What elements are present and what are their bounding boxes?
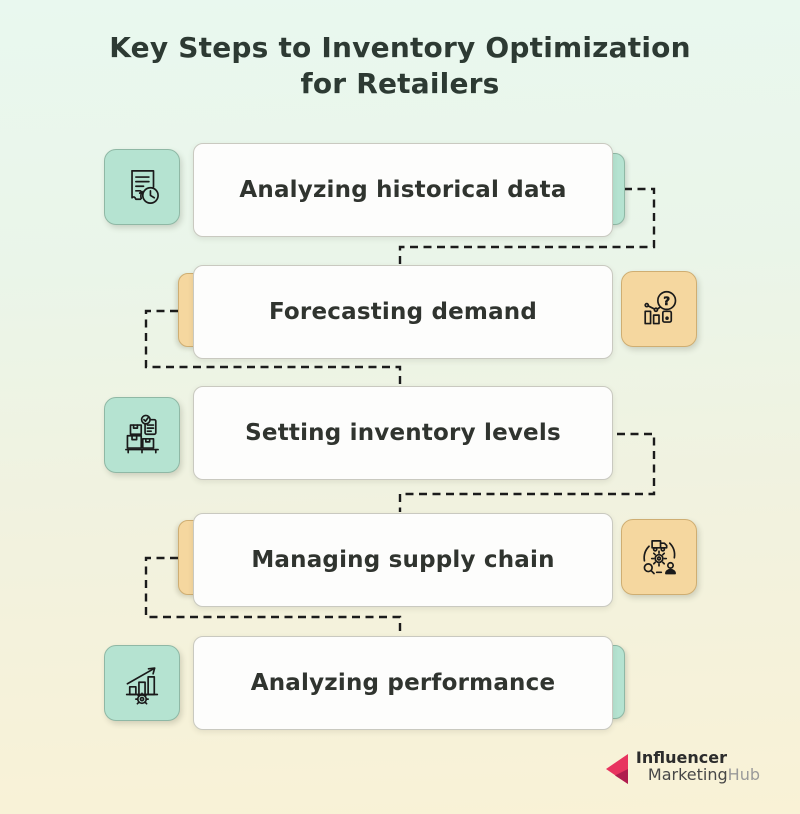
logo-line-1: Influencer <box>635 748 727 768</box>
title-line-2: for Retailers <box>300 66 500 100</box>
step-card-3: Setting inventory levels <box>193 386 613 480</box>
title-line-1: Key Steps to Inventory Optimization <box>109 31 691 64</box>
step-3-label: Setting inventory levels <box>245 420 561 446</box>
step-2-label: Forecasting demand <box>268 299 538 325</box>
supply-chain-cycle-icon <box>643 540 676 575</box>
step-card-2: Forecasting demand <box>193 265 613 359</box>
infographic-title: Key Steps to Inventory Optimization for … <box>0 30 800 102</box>
logo-hub-text: Hub <box>727 765 760 784</box>
step4-icon-box <box>621 519 697 595</box>
step-card-5: Analyzing performance <box>193 636 613 730</box>
step3-icon-box <box>104 397 180 473</box>
performance-growth-icon <box>125 667 159 705</box>
step-card-4: Managing supply chain <box>193 513 613 607</box>
step5-icon-box <box>104 645 180 721</box>
step1-icon-box <box>104 149 180 225</box>
logo-arrow-icon <box>605 754 628 784</box>
step2-icon-box: ? <box>621 271 697 347</box>
logo-text: Influencer MarketingHub <box>635 748 760 784</box>
logo-marketing-text: Marketing <box>647 765 728 784</box>
inventory-boxes-icon <box>125 414 159 454</box>
document-history-icon <box>131 170 159 204</box>
logo-line-2: MarketingHub <box>647 765 760 784</box>
step-5-label: Analyzing performance <box>250 670 556 696</box>
step-1-label: Analyzing historical data <box>239 177 567 203</box>
svg-text:?: ? <box>663 294 670 308</box>
step-4-label: Managing supply chain <box>251 547 555 573</box>
demand-magnifier-icon: ? <box>644 290 677 325</box>
influencer-marketinghub-logo: Influencer MarketingHub <box>604 746 760 788</box>
step-card-1: Analyzing historical data <box>193 143 613 237</box>
